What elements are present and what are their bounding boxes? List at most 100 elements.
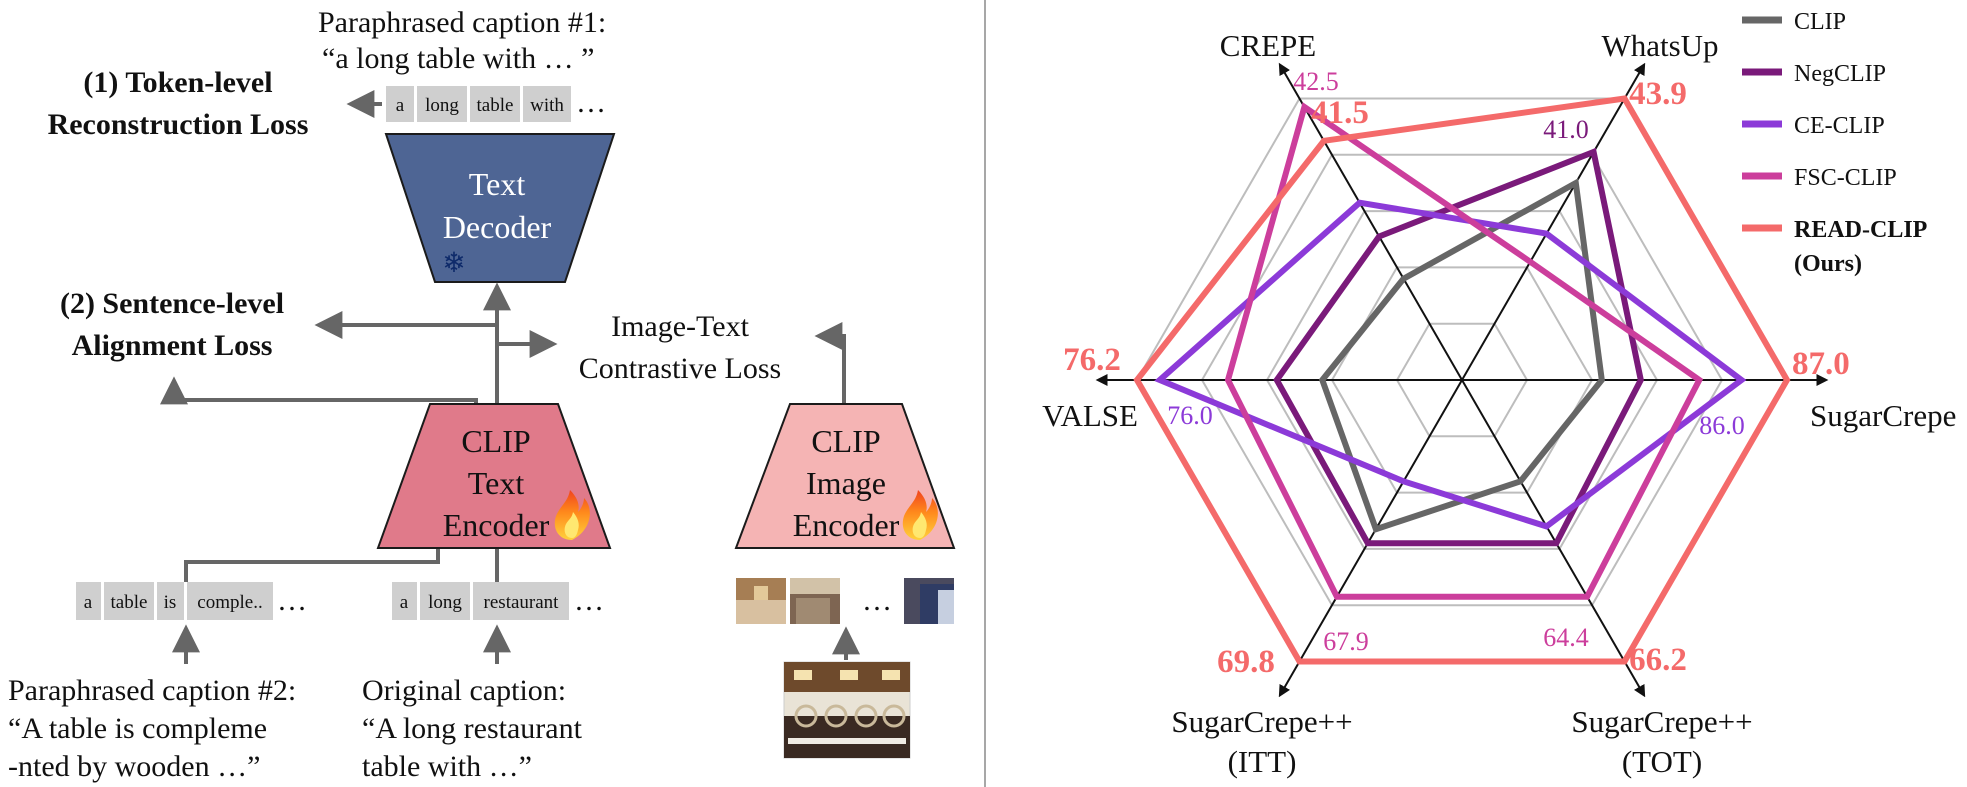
radar-series bbox=[1133, 95, 1791, 665]
token: table bbox=[477, 95, 514, 116]
text-encoder-line2: Text bbox=[468, 465, 525, 501]
legend-label: READ-CLIP bbox=[1794, 217, 1927, 243]
clip-image-encoder-block: CLIP Image Encoder bbox=[734, 403, 956, 549]
fire-icon bbox=[554, 490, 590, 540]
series-read-clip bbox=[1133, 95, 1791, 665]
axis-label: SugarCrepe++ bbox=[1171, 704, 1352, 739]
legend-label: CE-CLIP bbox=[1794, 113, 1885, 139]
loss1-line1: (1) Token-level bbox=[83, 66, 272, 99]
text-encoder-shape bbox=[376, 403, 612, 549]
token-box bbox=[392, 582, 417, 620]
token-box bbox=[470, 86, 520, 122]
token-ellipsis: … bbox=[277, 584, 307, 617]
image-encoder-line3: Encoder bbox=[793, 507, 900, 543]
image-patch bbox=[904, 578, 954, 624]
series-clip bbox=[1318, 178, 1605, 533]
data-label: 64.4 bbox=[1543, 623, 1589, 652]
radar-axis bbox=[1278, 62, 1463, 381]
token-box bbox=[473, 582, 569, 620]
text-encoder-line3: Encoder bbox=[443, 507, 550, 543]
original-caption: Original caption: “A long restaurant tab… bbox=[362, 674, 583, 783]
para1-text: “a long table with … ” bbox=[322, 42, 594, 75]
token-box bbox=[523, 86, 571, 122]
token-box bbox=[104, 582, 154, 620]
token-ellipsis: … bbox=[576, 86, 606, 119]
token: long bbox=[425, 95, 459, 116]
patch-ellipsis: … bbox=[862, 584, 892, 617]
sentence-loss-up-arrow bbox=[160, 376, 478, 405]
token-box bbox=[187, 582, 273, 620]
snowflake-icon: ❄ bbox=[442, 248, 465, 279]
paraphrased-caption-2: Paraphrased caption #2: “A table is comp… bbox=[8, 674, 296, 783]
itc-line1: Image-Text bbox=[611, 310, 749, 343]
loss2-line1: (2) Sentence-level bbox=[60, 287, 284, 320]
axis-label: (ITT) bbox=[1228, 744, 1297, 779]
text-decoder-line1: Text bbox=[469, 166, 526, 202]
token: is bbox=[164, 592, 177, 613]
legend-label: FSC-CLIP bbox=[1794, 165, 1897, 191]
connections bbox=[160, 282, 846, 582]
data-label: 69.8 bbox=[1217, 644, 1275, 680]
architecture-diagram: (1) Token-level Reconstruction Loss (2) … bbox=[8, 6, 956, 783]
token-box bbox=[386, 86, 414, 122]
data-label: 42.5 bbox=[1293, 67, 1339, 96]
token-box bbox=[157, 582, 184, 620]
token: a bbox=[84, 592, 93, 613]
data-label: 86.0 bbox=[1699, 411, 1745, 440]
paraphrased-caption-1: Paraphrased caption #1: “a long table wi… bbox=[318, 6, 606, 75]
encoder-to-para2-line bbox=[184, 548, 440, 582]
orig-line2: table with …” bbox=[362, 750, 532, 783]
token-ellipsis: … bbox=[574, 584, 604, 617]
token: comple.. bbox=[197, 592, 262, 613]
radar-axis bbox=[1461, 62, 1646, 381]
series-fsc-clip bbox=[1224, 102, 1704, 600]
data-label: 76.0 bbox=[1167, 401, 1213, 430]
token-box bbox=[420, 582, 470, 620]
loss2-line2: Alignment Loss bbox=[72, 329, 273, 362]
legend-label: (Ours) bbox=[1794, 251, 1862, 277]
series-ce-clip bbox=[1154, 199, 1747, 530]
axis-label: SugarCrepe++ bbox=[1571, 704, 1752, 739]
image-encoder-shape bbox=[734, 403, 956, 549]
legend: CLIP NegCLIP CE-CLIP FSC-CLIP READ-CLIP (Ours… bbox=[1742, 9, 1927, 277]
token: long bbox=[428, 592, 462, 613]
para2-line1: “A table is compleme bbox=[8, 712, 267, 745]
radar-axes bbox=[1095, 62, 1829, 698]
image-patch bbox=[790, 578, 840, 624]
data-label: 66.2 bbox=[1629, 642, 1687, 678]
token: table bbox=[111, 592, 148, 613]
token: a bbox=[396, 95, 405, 116]
sentence-level-loss-label: (2) Sentence-level Alignment Loss bbox=[60, 287, 284, 362]
orig-title: Original caption: bbox=[362, 674, 566, 707]
orig-token-row: a long restaurant … bbox=[392, 582, 604, 620]
image-patch bbox=[736, 578, 786, 624]
data-label: 76.2 bbox=[1063, 342, 1121, 378]
para1-token-row: a long table with … bbox=[386, 86, 606, 122]
data-label: 67.9 bbox=[1323, 627, 1369, 656]
token-box bbox=[76, 582, 101, 620]
token: with bbox=[530, 95, 564, 116]
axis-label: SugarCrepe bbox=[1810, 398, 1956, 433]
text-encoder-line1: CLIP bbox=[461, 423, 530, 459]
series-negclip bbox=[1273, 147, 1644, 547]
axis-label: WhatsUp bbox=[1601, 28, 1718, 63]
data-label: 43.9 bbox=[1629, 76, 1687, 112]
legend-label: NegCLIP bbox=[1794, 61, 1886, 87]
token: a bbox=[400, 592, 409, 613]
para2-title: Paraphrased caption #2: bbox=[8, 674, 296, 707]
data-label: 41.5 bbox=[1311, 95, 1369, 131]
axis-label: VALSE bbox=[1042, 398, 1138, 433]
radar-axis bbox=[1461, 379, 1646, 698]
legend-label: CLIP bbox=[1794, 9, 1846, 35]
data-label: 87.0 bbox=[1792, 346, 1850, 382]
text-decoder-block: Text Decoder ❄ bbox=[384, 133, 616, 283]
token-level-loss-label: (1) Token-level Reconstruction Loss bbox=[48, 66, 309, 141]
para2-token-row: a table is comple.. … bbox=[76, 582, 307, 620]
axis-label: (TOT) bbox=[1622, 744, 1702, 779]
orig-line1: “A long restaurant bbox=[362, 712, 583, 745]
para1-title: Paraphrased caption #1: bbox=[318, 6, 606, 39]
restaurant-photo bbox=[783, 661, 911, 759]
